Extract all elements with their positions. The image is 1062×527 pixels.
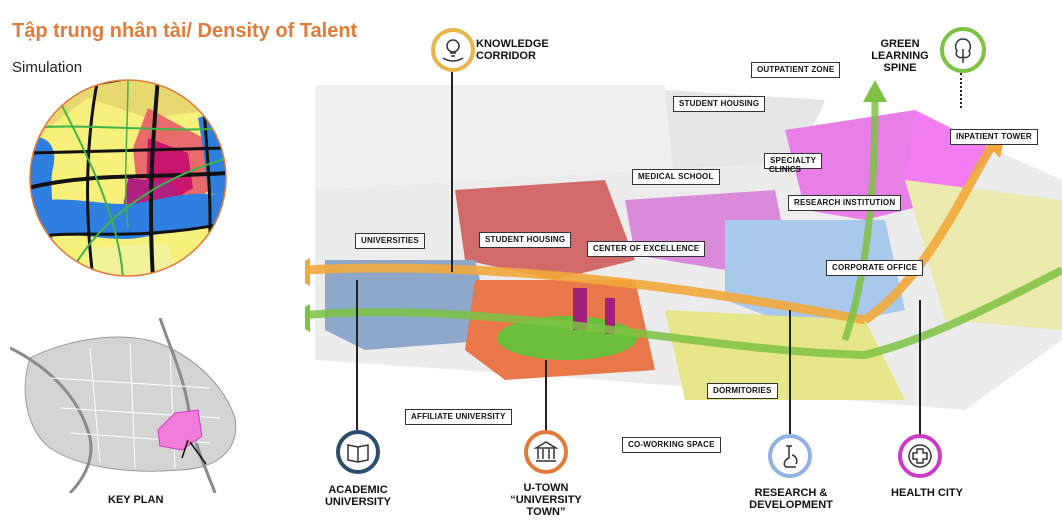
utown-label: U-TOWN “UNIVERSITY TOWN” (510, 482, 582, 518)
label-affiliate-university: AFFILIATE UNIVERSITY (405, 409, 512, 425)
utown-icon (524, 430, 568, 474)
health-city-pointer (919, 300, 921, 434)
key-plan-label: KEY PLAN (108, 494, 164, 506)
knowledge-corridor-label: KNOWLEDGE CORRIDOR (476, 38, 549, 62)
label-center-excellence: CENTER OF EXCELLENCE (587, 241, 706, 257)
knowledge-corridor-icon (431, 28, 475, 72)
academic-university-label: ACADEMIC UNIVERSITY (324, 484, 391, 508)
health-city-icon (898, 434, 942, 478)
label-student-housing-top: STUDENT HOUSING (673, 96, 766, 112)
simulation-map (29, 79, 227, 277)
district-illustration (305, 80, 1062, 420)
green-spine-icon (940, 27, 986, 73)
label-corporate-office: CORPORATE OFFICE (826, 260, 924, 276)
green-spine-pointer (960, 73, 964, 108)
label-student-housing: STUDENT HOUSING (479, 232, 572, 248)
label-clinics: CLINICS (769, 165, 801, 174)
label-outpatient-zone: OUTPATIENT ZONE (751, 62, 841, 78)
health-city-label: HEALTH CITY (891, 487, 963, 499)
label-medical-school: MEDICAL SCHOOL (632, 169, 720, 185)
research-development-icon (768, 434, 812, 478)
academic-university-icon (336, 430, 380, 474)
academic-university-pointer (356, 280, 358, 430)
knowledge-corridor-pointer (451, 72, 453, 272)
key-plan-map (10, 318, 237, 493)
utown-pointer (545, 360, 547, 430)
label-research-institution: RESEARCH INSTITUTION (788, 195, 902, 211)
label-specialty: SPECIALTY (764, 153, 823, 169)
label-coworking-space: CO-WORKING SPACE (622, 437, 721, 453)
label-dormitories: DORMITORIES (707, 383, 778, 399)
research-pointer (789, 310, 791, 434)
page-subtitle: Simulation (12, 59, 83, 76)
label-inpatient-tower: INPATIENT TOWER (950, 129, 1038, 145)
research-development-label: RESEARCH & DEVELOPMENT (749, 487, 833, 511)
green-spine-label: GREEN LEARNING SPINE (871, 38, 929, 74)
page-title: Tập trung nhân tài/ Density of Talent (12, 20, 358, 42)
label-universities: UNIVERSITIES (355, 233, 425, 249)
